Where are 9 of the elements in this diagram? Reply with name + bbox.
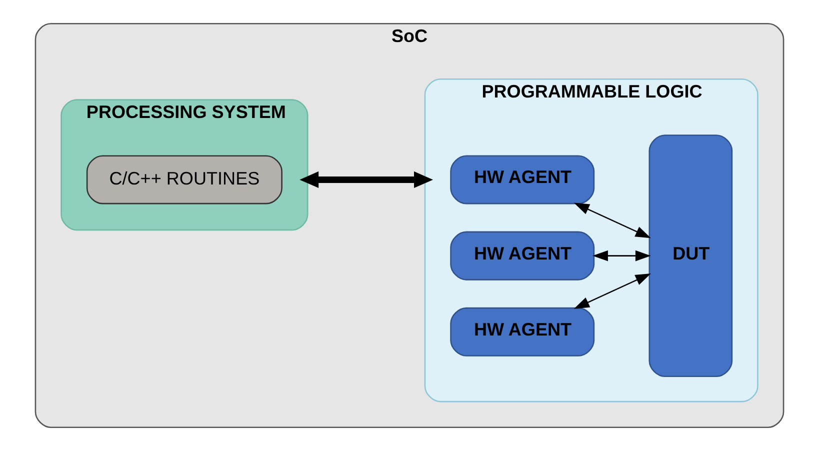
node-box: HW AGENT — [450, 231, 595, 280]
arrow — [300, 171, 434, 188]
arrow — [574, 202, 651, 238]
node-box: HW AGENT — [450, 155, 595, 204]
node-box: C/C++ ROUTINES — [86, 155, 282, 204]
node-box: HW AGENT — [450, 307, 595, 356]
arrow — [574, 273, 651, 309]
arrow — [592, 250, 651, 262]
node-box: DUT — [648, 134, 733, 378]
